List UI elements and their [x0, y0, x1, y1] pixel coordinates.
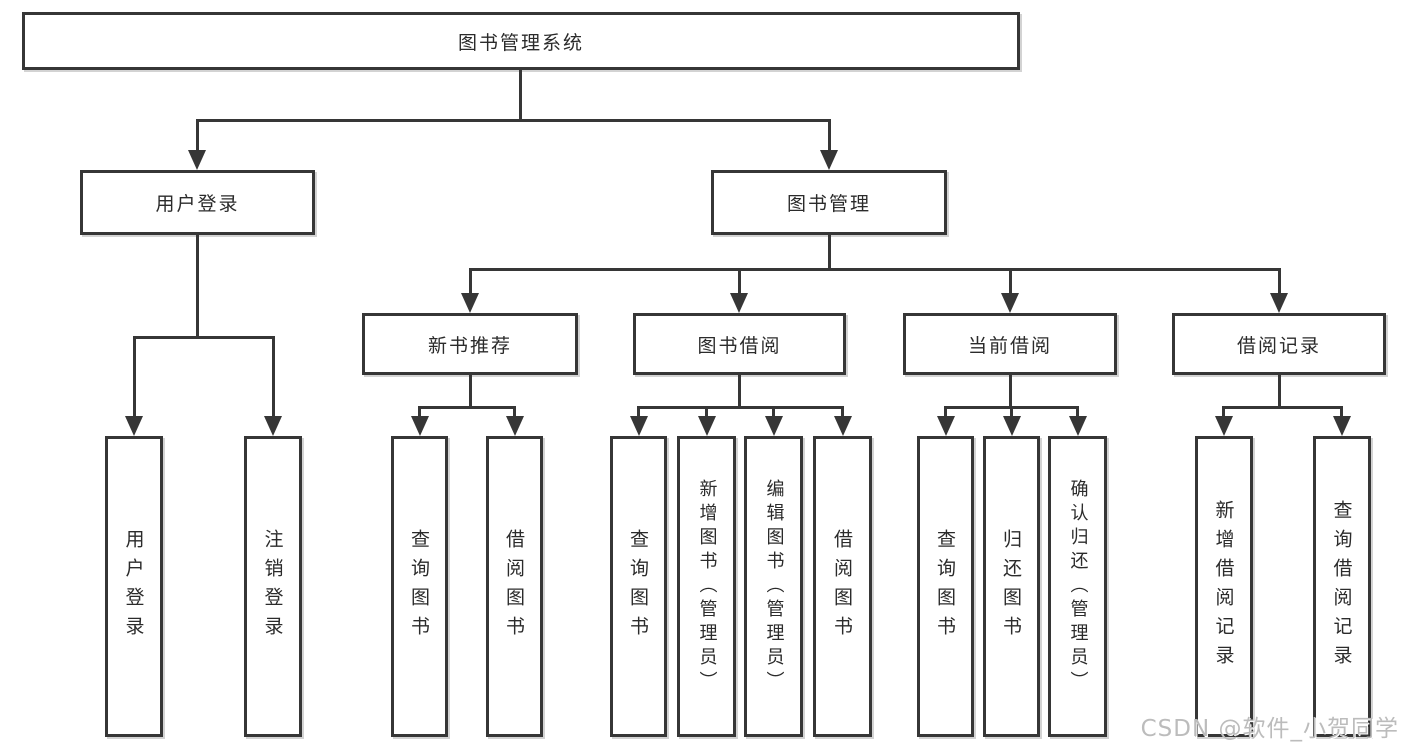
connector-to-borrow-borrow [841, 406, 844, 418]
connector-to-recommend-borrow [513, 406, 516, 418]
node-borrow-edit-books-admin: 编辑图书（管理员） [744, 436, 803, 737]
connector-to-user-login [196, 119, 199, 152]
arrowhead-new-book-recommend-icon [461, 293, 479, 313]
node-new-book-recommend-label: 新书推荐 [427, 334, 512, 357]
node-book-management: 图书管理 [711, 170, 947, 235]
node-borrow-borrow-books-label: 借阅图书 [831, 528, 853, 645]
node-current-confirm-return-admin-label: 确认归还（管理员） [1067, 478, 1089, 695]
node-leaf-user-login-label: 用户登录 [122, 528, 145, 645]
connector-to-borrow-add [705, 406, 708, 418]
arrowhead-recommend-borrow-icon [506, 416, 524, 436]
arrowhead-borrow-records-icon [1270, 293, 1288, 313]
connector-to-records-add [1222, 406, 1225, 418]
arrowhead-book-borrow-icon [730, 293, 748, 313]
arrowhead-borrow-add-icon [698, 416, 716, 436]
connector-borrow-records-stem [1278, 375, 1281, 407]
node-user-login-label: 用户登录 [155, 193, 240, 215]
connector-to-borrow-query [637, 406, 640, 418]
arrowhead-user-login-icon [188, 150, 206, 170]
node-borrow-add-books-admin: 新增图书（管理员） [677, 436, 736, 737]
arrowhead-current-borrow-icon [1001, 293, 1019, 313]
arrowhead-leaf-logout-icon [264, 416, 282, 436]
connector-to-leaf-user-login [133, 336, 136, 416]
node-current-query-books-label: 查询图书 [934, 528, 956, 645]
node-leaf-logout: 注销登录 [244, 436, 302, 737]
node-records-query-record-label: 查询借阅记录 [1330, 499, 1353, 674]
arrowhead-borrow-borrow-icon [834, 416, 852, 436]
connector-to-borrow-records [1278, 268, 1281, 296]
node-current-return-books-label: 归还图书 [1000, 528, 1022, 645]
connector-to-book-borrow [738, 268, 741, 296]
arrowhead-book-management-icon [820, 150, 838, 170]
connector-user-login-stem [196, 235, 199, 338]
connector-to-current-return [1010, 406, 1013, 418]
arrowhead-records-query-icon [1333, 416, 1351, 436]
arrowhead-recommend-query-icon [411, 416, 429, 436]
node-current-confirm-return-admin: 确认归还（管理员） [1048, 436, 1107, 737]
connector-to-recommend-query [418, 406, 421, 418]
node-recommend-borrow-books-label: 借阅图书 [503, 528, 525, 645]
node-current-query-books: 查询图书 [917, 436, 974, 737]
node-current-borrow: 当前借阅 [903, 313, 1117, 375]
node-borrow-records: 借阅记录 [1172, 313, 1386, 375]
arrowhead-leaf-user-login-icon [125, 416, 143, 436]
connector-to-borrow-edit [772, 406, 775, 418]
node-borrow-edit-books-admin-label: 编辑图书（管理员） [763, 478, 785, 695]
node-records-add-record: 新增借阅记录 [1195, 436, 1253, 737]
arrowhead-current-query-icon [937, 416, 955, 436]
node-borrow-query-books-label: 查询图书 [627, 528, 649, 645]
arrowhead-borrow-query-icon [630, 416, 648, 436]
node-root: 图书管理系统 [22, 12, 1020, 70]
node-new-book-recommend: 新书推荐 [362, 313, 578, 375]
node-borrow-add-books-admin-label: 新增图书（管理员） [696, 478, 718, 695]
connector-root-branch [196, 119, 831, 122]
node-recommend-borrow-books: 借阅图书 [486, 436, 543, 737]
arrowhead-borrow-edit-icon [765, 416, 783, 436]
connector-new-book-recommend-stem [469, 375, 472, 407]
node-book-management-label: 图书管理 [786, 193, 871, 215]
connector-borrow-records-branch [1222, 406, 1343, 409]
node-leaf-logout-label: 注销登录 [261, 528, 284, 645]
connector-new-book-recommend-branch [418, 406, 516, 409]
node-recommend-query-books: 查询图书 [391, 436, 448, 737]
node-current-return-books: 归还图书 [983, 436, 1040, 737]
connector-to-current-confirm [1076, 406, 1079, 418]
node-root-label: 图书管理系统 [457, 31, 584, 54]
node-borrow-borrow-books: 借阅图书 [813, 436, 872, 737]
node-book-borrow-label: 图书借阅 [697, 334, 782, 357]
connector-to-leaf-logout [272, 336, 275, 416]
arrowhead-current-return-icon [1003, 416, 1021, 436]
watermark: CSDN @软件_小贺同学 [1140, 716, 1399, 742]
connector-to-current-query [944, 406, 947, 418]
node-book-borrow: 图书借阅 [633, 313, 846, 375]
node-borrow-records-label: 借阅记录 [1236, 334, 1321, 357]
arrowhead-current-confirm-icon [1069, 416, 1087, 436]
connector-book-borrow-branch [637, 406, 844, 409]
connector-book-management-stem [828, 235, 831, 271]
connector-current-borrow-stem [1009, 375, 1012, 407]
node-user-login: 用户登录 [80, 170, 315, 235]
connector-to-book-management [828, 119, 831, 152]
connector-to-records-query [1340, 406, 1343, 418]
connector-to-current-borrow [1009, 268, 1012, 296]
node-recommend-query-books-label: 查询图书 [408, 528, 430, 645]
node-borrow-query-books: 查询图书 [610, 436, 667, 737]
connector-root-stem [519, 70, 522, 120]
arrowhead-records-add-icon [1215, 416, 1233, 436]
node-records-add-record-label: 新增借阅记录 [1212, 499, 1235, 674]
connector-to-new-book-recommend [469, 268, 472, 296]
connector-book-management-branch [469, 268, 1281, 271]
connector-book-borrow-stem [738, 375, 741, 407]
node-leaf-user-login: 用户登录 [105, 436, 163, 737]
node-records-query-record: 查询借阅记录 [1313, 436, 1371, 737]
connector-user-login-branch [133, 336, 275, 339]
node-current-borrow-label: 当前借阅 [967, 334, 1052, 357]
